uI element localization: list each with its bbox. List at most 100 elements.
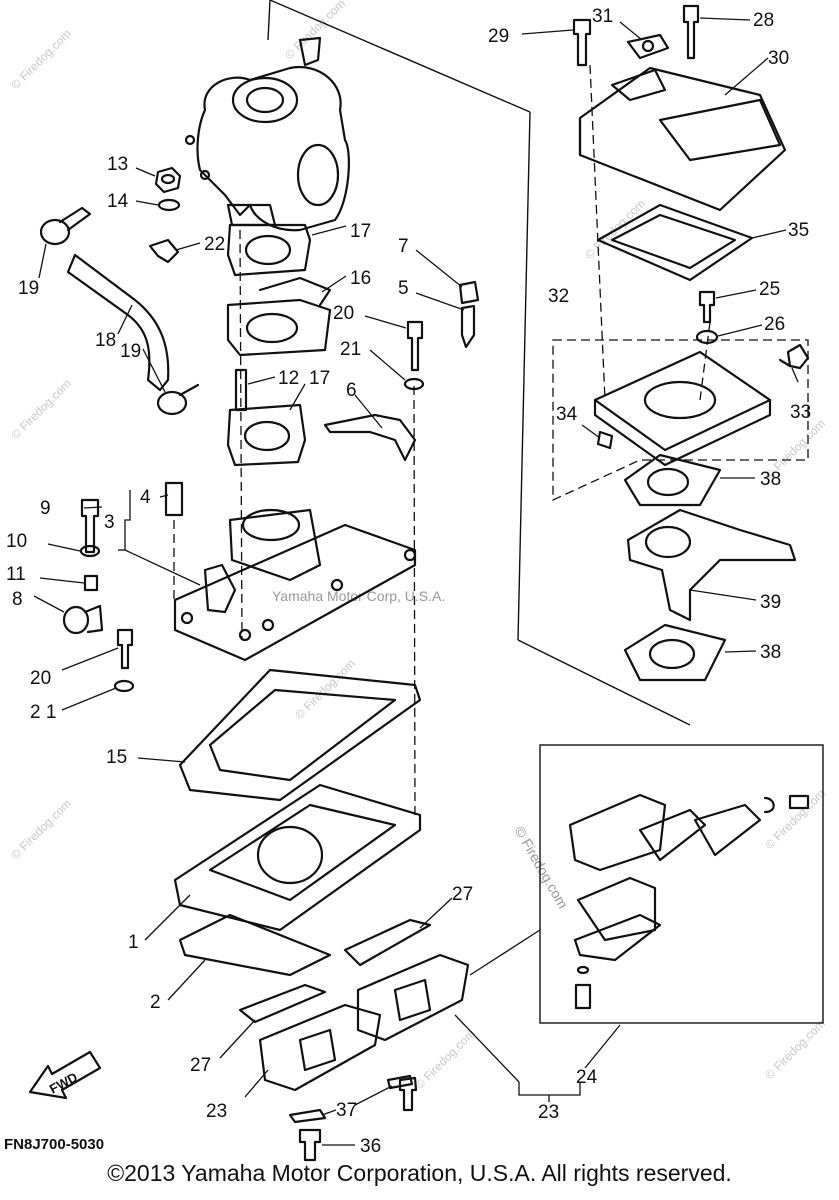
bolt-20 xyxy=(406,320,424,372)
gasket-38 xyxy=(623,453,722,507)
callout-31: 31 xyxy=(592,6,613,27)
callout-22: 22 xyxy=(204,234,225,255)
nut-13 xyxy=(154,166,182,194)
stopper-37 xyxy=(288,1108,327,1124)
fitting-33 xyxy=(778,343,810,370)
insulator-16 xyxy=(226,276,332,357)
callout-11: 11 xyxy=(6,564,26,585)
callout-27: 27 xyxy=(452,884,473,905)
clip-22 xyxy=(148,238,180,264)
callout-19: 19 xyxy=(120,341,141,362)
pipe-4 xyxy=(164,481,184,517)
cap-7 xyxy=(458,280,480,305)
gasket-17 xyxy=(226,223,312,277)
callout-27: 27 xyxy=(190,1055,211,1076)
intake-manifold-3 xyxy=(173,508,417,662)
callout-38: 38 xyxy=(760,469,781,490)
fwd-direction-arrow: FWD xyxy=(28,1050,102,1100)
part-number-callouts: 13 14 19 22 17 16 7 5 20 21 18 19 12 17 … xyxy=(6,6,811,1157)
carburetor xyxy=(184,36,350,232)
callout-14: 14 xyxy=(107,191,129,212)
bolt-20 xyxy=(116,628,134,670)
reed-valve-exploded-inset xyxy=(568,793,810,1010)
callout-35: 35 xyxy=(788,220,809,241)
washer-10 xyxy=(79,544,101,558)
callout-34: 34 xyxy=(556,404,578,425)
callout-19: 19 xyxy=(18,278,39,299)
callout-12: 12 xyxy=(278,368,299,389)
reed-valve-inset-box xyxy=(539,744,824,1024)
bolt-9 xyxy=(80,498,100,554)
watermark-tile: © Firedog.com xyxy=(292,656,358,722)
callout-23: 23 xyxy=(206,1101,227,1122)
washer-21 xyxy=(113,679,135,693)
callout-30: 30 xyxy=(768,48,789,69)
callout-33: 33 xyxy=(790,402,811,423)
callout-18: 18 xyxy=(95,330,116,351)
assembly-frame-lines xyxy=(267,0,691,726)
callout-10: 10 xyxy=(6,531,27,552)
callout-17: 17 xyxy=(309,368,330,389)
callout-17: 17 xyxy=(350,221,371,242)
callout-39: 39 xyxy=(760,592,781,613)
hose-clamp-8 xyxy=(62,604,104,635)
callout-21: 21 xyxy=(340,339,361,360)
callout-8: 8 xyxy=(12,589,23,610)
screw-34 xyxy=(596,430,614,450)
callout-1: 1 xyxy=(128,932,139,953)
callout-2: 2 xyxy=(150,992,161,1013)
callout-6: 6 xyxy=(346,380,357,401)
callout-16: 16 xyxy=(350,268,371,289)
gasket-17 xyxy=(226,403,307,467)
collar-11 xyxy=(83,574,99,592)
hose-18 xyxy=(66,253,170,392)
callout-29: 29 xyxy=(488,26,509,47)
callout-21: 2 1 xyxy=(30,702,56,723)
watermark-tile: © Firedog.com xyxy=(8,376,74,442)
gasket-15 xyxy=(178,668,422,802)
callout-32: 32 xyxy=(548,286,569,307)
gasket-27 xyxy=(343,918,432,967)
callout-26: 26 xyxy=(764,314,785,335)
callout-4: 4 xyxy=(140,487,151,508)
cover-30 xyxy=(578,66,787,212)
hose-clamp-19 xyxy=(39,206,92,246)
callout-13: 13 xyxy=(107,154,128,175)
callout-24: 24 xyxy=(576,1067,598,1088)
reed-valve-23 xyxy=(356,953,470,1042)
callout-38: 38 xyxy=(760,642,781,663)
sub-assembly-32-outline xyxy=(552,339,809,502)
gasket-38 xyxy=(623,623,727,682)
screw-36 xyxy=(298,1128,322,1162)
callout-3: 3 xyxy=(104,512,115,533)
callout-28: 28 xyxy=(753,10,774,31)
bracket-6 xyxy=(323,413,417,462)
copyright-footer: ©2013 Yamaha Motor Corporation, U.S.A. A… xyxy=(107,1160,732,1186)
callout-37: 37 xyxy=(336,1100,357,1121)
watermark-tiles: © Firedog.com © Firedog.com © Firedog.co… xyxy=(8,0,828,1092)
callout-20: 20 xyxy=(30,668,51,689)
callout-25: 25 xyxy=(759,279,780,300)
callout-36: 36 xyxy=(360,1136,381,1157)
washer-14 xyxy=(157,198,181,212)
callout-20: 20 xyxy=(333,303,354,324)
watermark-tile: © Firedog.com xyxy=(412,1026,478,1092)
hose-clamp-19 xyxy=(156,383,200,416)
firedog-center-watermark: © Firedog.com xyxy=(511,824,571,912)
watermark-tile: © Firedog.com xyxy=(762,1016,828,1082)
callout-5: 5 xyxy=(398,278,409,299)
reed-valve-plate-1 xyxy=(173,783,422,932)
callout-9: 9 xyxy=(40,498,51,519)
diagram-code: FN8J700-5030 xyxy=(4,1136,104,1153)
watermark-tile: © Firedog.com xyxy=(8,26,74,92)
watermark-tile: © Firedog.com xyxy=(8,796,74,862)
stud-12 xyxy=(234,368,248,412)
callout-23: 23 xyxy=(538,1102,559,1123)
screw-36 xyxy=(398,1076,418,1112)
gasket-2 xyxy=(178,913,332,977)
callout-15: 15 xyxy=(106,747,127,768)
grommet-31 xyxy=(626,33,670,60)
bolt-29 xyxy=(572,18,592,67)
gasket-27 xyxy=(238,983,327,1024)
